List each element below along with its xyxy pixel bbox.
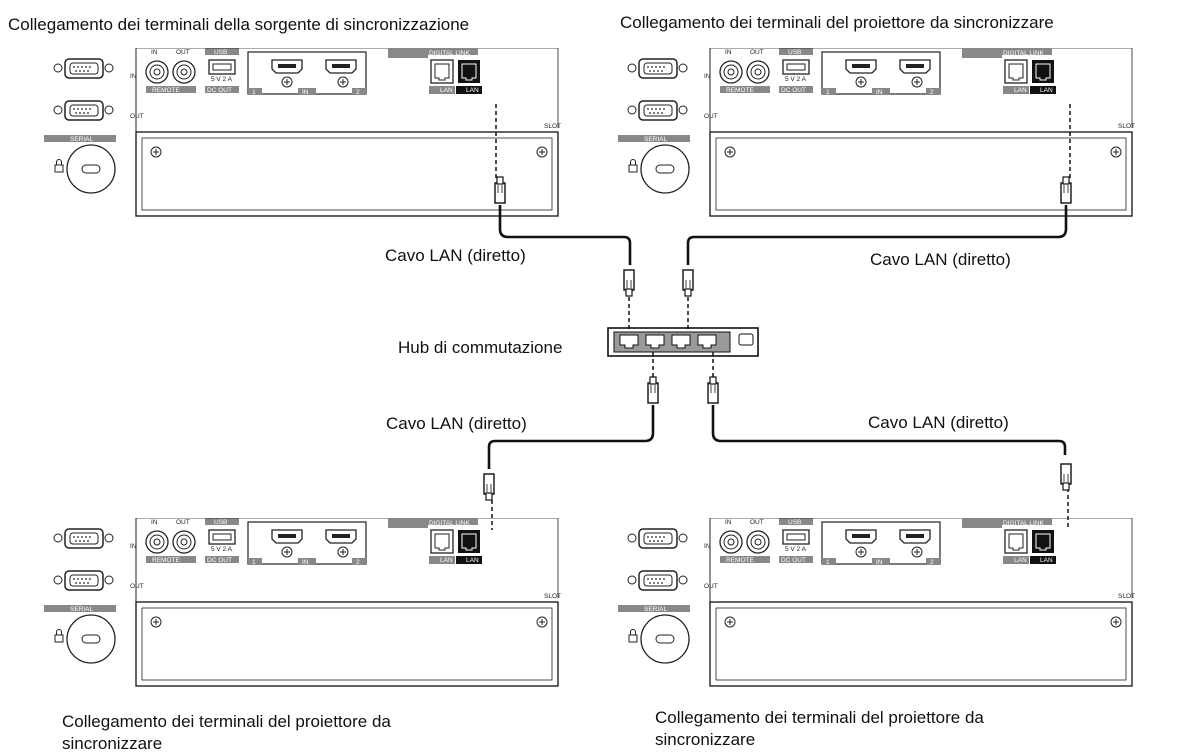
svg-text:2: 2: [356, 89, 360, 96]
svg-text:REMOTE: REMOTE: [726, 87, 754, 94]
projector-panel-source: IN OUT IN OUT USB REMOTE 5 V 2 A DC OUT …: [8, 48, 561, 248]
svg-text:REMOTE: REMOTE: [152, 87, 180, 94]
svg-text:REMOTE: REMOTE: [726, 557, 754, 564]
svg-text:SERIAL: SERIAL: [70, 136, 94, 143]
svg-text:SERIAL: SERIAL: [644, 136, 668, 143]
svg-text:SLOT: SLOT: [1118, 593, 1135, 600]
svg-text:DC OUT: DC OUT: [781, 557, 806, 564]
svg-text:5 V 2 A: 5 V 2 A: [785, 546, 807, 553]
svg-text:5 V 2 A: 5 V 2 A: [785, 76, 807, 83]
svg-text:SERIAL: SERIAL: [70, 606, 94, 613]
svg-text:SLOT: SLOT: [544, 123, 561, 130]
svg-text:1: 1: [826, 89, 830, 96]
svg-text:LAN: LAN: [466, 557, 479, 564]
svg-text:USB: USB: [214, 519, 227, 526]
projector-panel-target-bottom-right: IN OUT IN OUT USB REMOTE 5 V 2 A DC OUT …: [582, 518, 1135, 718]
svg-text:OUT: OUT: [176, 519, 190, 526]
lan-cable-bottom-left: [487, 352, 655, 530]
lan-cable-bottom-right: [711, 352, 1069, 530]
cable-label-top-left: Cavo LAN (diretto): [385, 246, 526, 265]
svg-text:USB: USB: [214, 49, 227, 56]
svg-text:DIGITAL LINK: DIGITAL LINK: [1003, 50, 1044, 57]
svg-text:LAN: LAN: [1040, 557, 1053, 564]
svg-text:SERIAL: SERIAL: [644, 606, 668, 613]
svg-text:1: 1: [252, 559, 256, 566]
lan-cable-top-right: [686, 104, 1071, 330]
svg-text:2: 2: [930, 89, 934, 96]
caption-target-projector-bottom-left: Collegamento dei terminali del proiettor…: [62, 712, 391, 753]
svg-text:LAN: LAN: [1014, 87, 1027, 94]
svg-text:OUT: OUT: [750, 49, 764, 56]
svg-text:IN: IN: [151, 519, 158, 526]
svg-text:1: 1: [826, 559, 830, 566]
svg-text:DC OUT: DC OUT: [207, 557, 232, 564]
svg-text:OUT: OUT: [704, 113, 718, 120]
svg-text:DIGITAL LINK: DIGITAL LINK: [429, 520, 470, 527]
projector-panel-target-bottom-left: IN OUT IN OUT USB REMOTE 5 V 2 A DC OUT …: [8, 518, 561, 718]
svg-text:IN: IN: [876, 89, 883, 96]
svg-text:USB: USB: [788, 49, 801, 56]
caption-source-projector: Collegamento dei terminali della sorgent…: [8, 15, 470, 34]
svg-text:SLOT: SLOT: [1118, 123, 1135, 130]
svg-text:IN: IN: [725, 49, 732, 56]
svg-text:LAN: LAN: [1040, 87, 1053, 94]
svg-text:2: 2: [930, 559, 934, 566]
svg-text:IN: IN: [130, 73, 137, 80]
svg-text:OUT: OUT: [176, 49, 190, 56]
svg-text:OUT: OUT: [750, 519, 764, 526]
projector-panel-target-top: IN OUT IN OUT USB REMOTE 5 V 2 A DC OUT …: [582, 48, 1135, 248]
svg-text:IN: IN: [725, 519, 732, 526]
svg-text:OUT: OUT: [704, 583, 718, 590]
caption-target-projector-top: Collegamento dei terminali del proiettor…: [620, 13, 1054, 32]
hub-label: Hub di commutazione: [398, 338, 563, 357]
svg-text:REMOTE: REMOTE: [152, 557, 180, 564]
svg-text:LAN: LAN: [466, 87, 479, 94]
svg-text:SLOT: SLOT: [544, 593, 561, 600]
svg-text:5 V 2 A: 5 V 2 A: [211, 546, 233, 553]
svg-text:LAN: LAN: [440, 557, 453, 564]
svg-text:OUT: OUT: [130, 583, 144, 590]
cable-label-bottom-right: Cavo LAN (diretto): [868, 413, 1009, 432]
svg-text:LAN: LAN: [1014, 557, 1027, 564]
svg-text:DC OUT: DC OUT: [207, 87, 232, 94]
svg-text:IN: IN: [704, 543, 711, 550]
svg-text:IN: IN: [130, 543, 137, 550]
switching-hub: [607, 327, 759, 357]
svg-text:DIGITAL LINK: DIGITAL LINK: [1003, 520, 1044, 527]
svg-text:IN: IN: [151, 49, 158, 56]
caption-target-projector-bottom-right: Collegamento dei terminali del proiettor…: [655, 708, 984, 749]
svg-text:1: 1: [252, 89, 256, 96]
cable-label-bottom-left: Cavo LAN (diretto): [386, 414, 527, 433]
svg-text:DC OUT: DC OUT: [781, 87, 806, 94]
svg-text:2: 2: [356, 559, 360, 566]
svg-text:OUT: OUT: [130, 113, 144, 120]
svg-text:5 V 2 A: 5 V 2 A: [211, 76, 233, 83]
svg-text:IN: IN: [704, 73, 711, 80]
svg-text:IN: IN: [302, 89, 309, 96]
svg-text:USB: USB: [788, 519, 801, 526]
lan-cable-top-left: [495, 104, 632, 330]
svg-text:LAN: LAN: [440, 87, 453, 94]
svg-text:DIGITAL LINK: DIGITAL LINK: [429, 50, 470, 57]
svg-text:IN: IN: [302, 559, 309, 566]
svg-text:IN: IN: [876, 559, 883, 566]
cable-label-top-right: Cavo LAN (diretto): [870, 250, 1011, 269]
